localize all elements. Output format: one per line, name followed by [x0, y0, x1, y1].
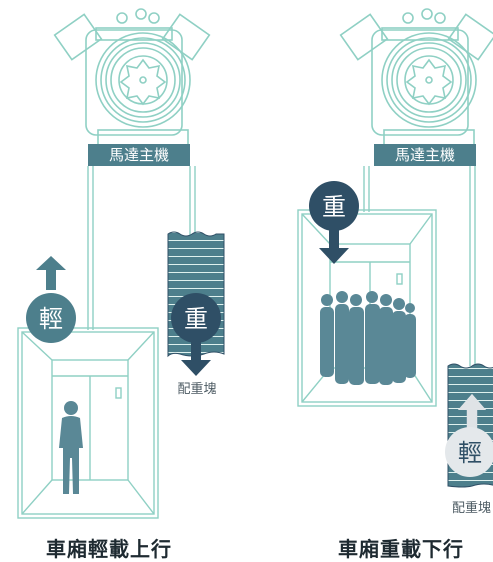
- motor-label-bar-right: [374, 144, 476, 166]
- car-left: [17, 327, 159, 519]
- motor-label-bar: [88, 144, 190, 166]
- car-badge-right: 重: [309, 181, 359, 264]
- motor-label: 馬達主機: [109, 146, 169, 164]
- counterweight-badge-right-text: 輕: [458, 439, 482, 467]
- counterweight-badge-right: 輕: [445, 394, 493, 477]
- counterweight-label-left: 配重塊: [177, 381, 216, 397]
- car-badge-left-text: 輕: [39, 305, 63, 333]
- crowd-figure-right: [320, 291, 416, 385]
- person-figure-left: [59, 401, 83, 494]
- right-caption: 車廂重載下行: [338, 537, 464, 561]
- left-caption: 車廂輕載上行: [46, 537, 172, 561]
- car-right: [297, 209, 437, 407]
- ropes-right: [363, 166, 476, 366]
- counterweight-label-right: 配重塊: [452, 500, 491, 516]
- counterweight-badge-left-text: 重: [184, 305, 208, 333]
- counterweight-badge-left: 重: [171, 293, 221, 376]
- car-badge-left: 輕: [26, 256, 76, 343]
- motor-right: [339, 8, 493, 147]
- left-panel: 馬達主機: [17, 8, 225, 519]
- ropes-left: [87, 166, 196, 330]
- motor-label-right: 馬達主機: [395, 146, 455, 164]
- right-panel: 馬達主機: [297, 8, 493, 516]
- motor-left: [53, 8, 211, 147]
- car-badge-right-text: 重: [322, 193, 346, 221]
